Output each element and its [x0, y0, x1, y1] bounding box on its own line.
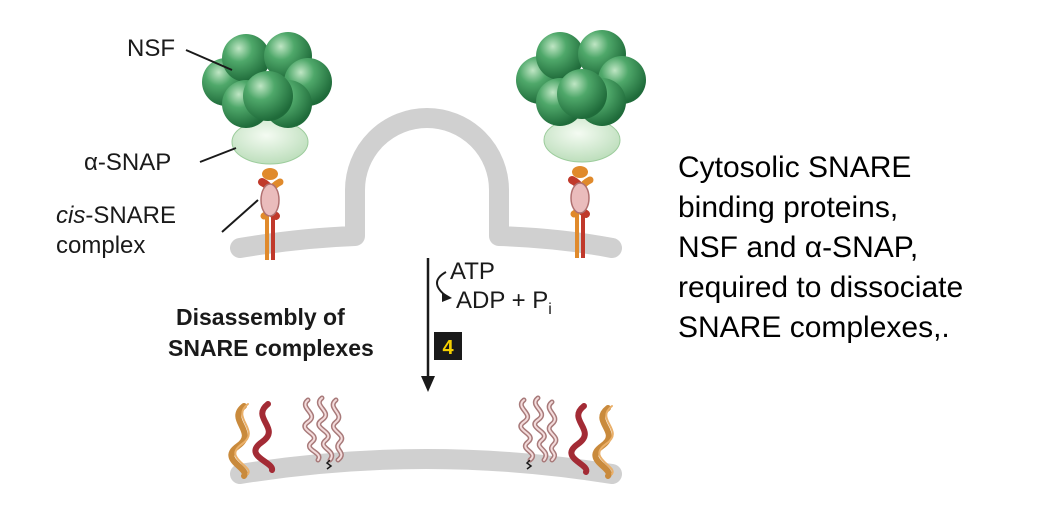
adp-text: ADP + P: [456, 287, 548, 314]
snap-leader-line: [199, 147, 237, 163]
lower-membrane: [230, 449, 622, 484]
caption-line-1: Cytosolic SNARE: [678, 151, 912, 184]
adp-pi-label: ADP + Pi: [456, 287, 552, 318]
pi-subscript-text: i: [548, 301, 552, 318]
disassembly-line-2: SNARE complexes: [168, 335, 374, 361]
snare-suffix-text: -SNARE: [85, 202, 176, 229]
nsf-leader-line: [185, 49, 233, 71]
cis-italic-text: cis: [56, 202, 85, 229]
caption-line-3: NSF and α-SNAP,: [678, 231, 919, 264]
caption-line-2: binding proteins,: [678, 191, 899, 224]
right-nsf-hexamer: [516, 30, 646, 126]
left-nsf-hexamer: [202, 32, 332, 128]
atp-label: ATP: [450, 258, 495, 285]
caption-text-block: Cytosolic SNARE binding proteins, NSF an…: [678, 148, 1028, 348]
left-cis-snare-complex: [258, 168, 284, 260]
caption-line-4: required to dissociate: [678, 271, 964, 304]
cis-snare-label: cis-SNARE: [56, 202, 176, 229]
alpha-snap-label: α-SNAP: [84, 149, 171, 176]
left-free-snares: [228, 395, 345, 479]
right-cis-snare-complex: [568, 166, 594, 258]
right-free-snares: [518, 395, 614, 479]
step-badge-number: 4: [442, 337, 454, 359]
disassembly-line-1: Disassembly of: [176, 304, 345, 330]
step-badge: [434, 332, 462, 360]
cis-snare-leader-line: [221, 199, 259, 233]
nsf-label: NSF: [127, 35, 175, 62]
upper-membrane: [230, 108, 622, 258]
reaction-arrow: [421, 258, 452, 392]
complex-label: complex: [56, 232, 145, 259]
caption-line-5: SNARE complexes,.: [678, 311, 950, 344]
